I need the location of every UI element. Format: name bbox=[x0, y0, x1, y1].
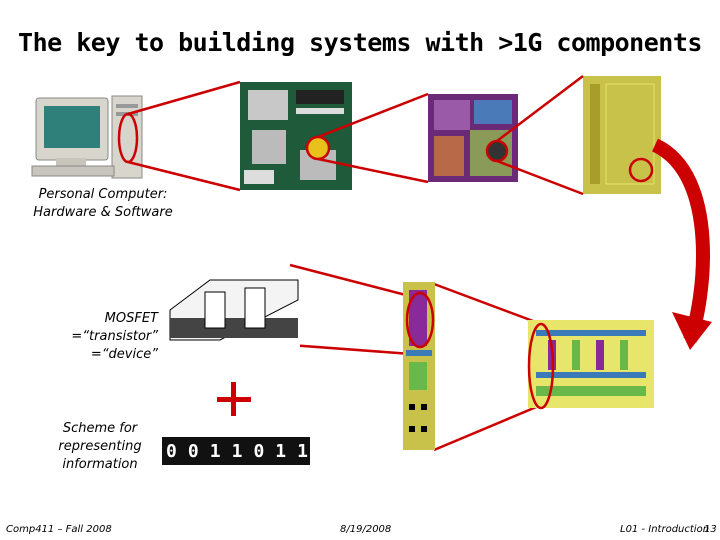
footer-course: Comp411 – Fall 2008 bbox=[6, 524, 112, 535]
mosfet-image bbox=[168, 274, 300, 360]
slide-title: The key to building systems with >1G com… bbox=[18, 28, 702, 57]
zoom-lines bbox=[127, 75, 584, 452]
plus-sign bbox=[217, 382, 251, 416]
motherboard-image bbox=[240, 82, 352, 190]
binary-digit: 0 bbox=[187, 440, 199, 462]
footer-date: 8/19/2008 bbox=[340, 524, 392, 535]
mosfet-caption-line3: =“device” bbox=[90, 347, 158, 362]
mosfet-caption-line2: =“transistor” bbox=[71, 329, 158, 344]
mosfet-caption-line1: MOSFET bbox=[104, 311, 158, 326]
scheme-caption-line3: information bbox=[62, 457, 138, 472]
motherboard-chip-highlight bbox=[305, 135, 331, 161]
binary-digit: 1 bbox=[209, 440, 221, 462]
binary-digit: 0 bbox=[253, 440, 265, 462]
die-highlight bbox=[485, 139, 509, 163]
binary-strip bbox=[162, 437, 310, 465]
binary-digit: 1 bbox=[297, 440, 308, 462]
binary-digit: 1 bbox=[275, 440, 287, 462]
gate-layout-image bbox=[528, 320, 654, 408]
scheme-caption: Scheme for representing information bbox=[40, 420, 160, 474]
scheme-caption-line1: Scheme for bbox=[62, 421, 138, 436]
mosfet-caption: MOSFET =“transistor” =“device” bbox=[40, 310, 158, 364]
binary-digits: 0 0 1 1 0 1 1 bbox=[166, 439, 308, 463]
binary-digit: 0 bbox=[166, 440, 177, 462]
curved-arrow bbox=[651, 138, 710, 343]
pc-caption-line2: Hardware & Software bbox=[33, 205, 173, 220]
chip-layout-image bbox=[583, 76, 661, 194]
pc-caption-line1: Personal Computer: bbox=[38, 187, 168, 202]
personal-computer-image bbox=[31, 95, 143, 179]
pc-caption: Personal Computer: Hardware & Software bbox=[28, 186, 178, 222]
cell-highlight bbox=[405, 291, 435, 349]
layout-highlight bbox=[628, 157, 654, 183]
footer-page-number: 13 bbox=[704, 524, 717, 535]
gate-highlight bbox=[527, 322, 555, 410]
processor-die-image bbox=[428, 94, 518, 182]
scheme-caption-line2: representing bbox=[58, 439, 142, 454]
binary-digit: 1 bbox=[231, 440, 243, 462]
footer-lecture: L01 - Introduction bbox=[620, 524, 710, 535]
